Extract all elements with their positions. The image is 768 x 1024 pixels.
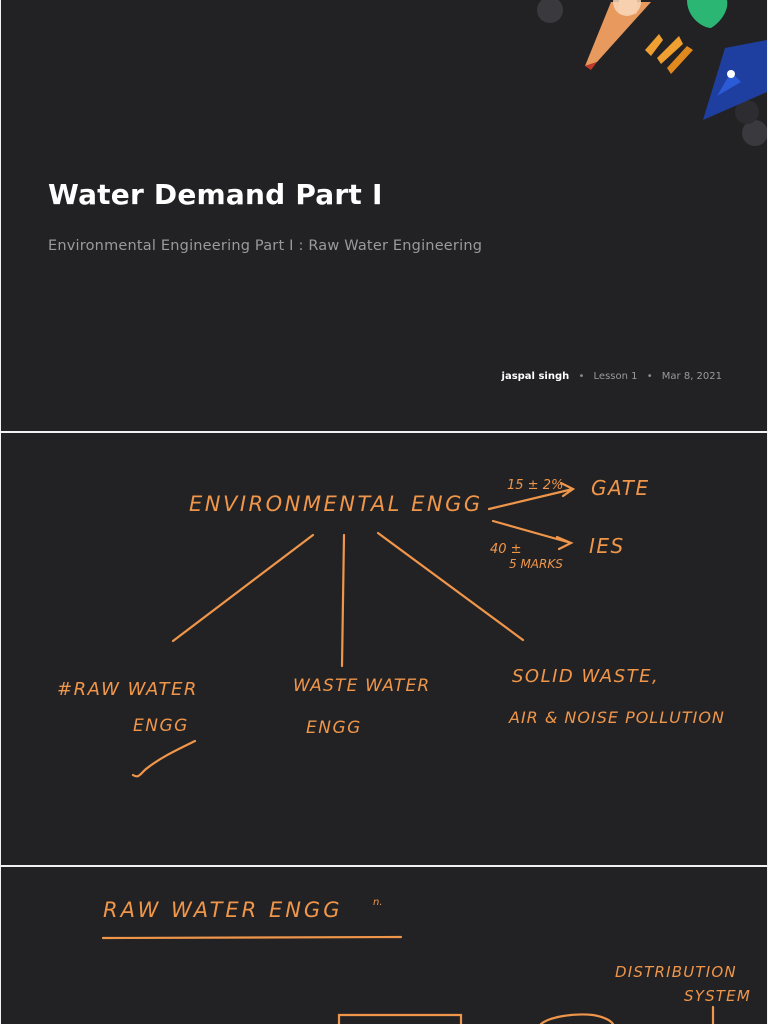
lesson-meta: jaspal singh • Lesson 1 • Mar 8, 2021 bbox=[502, 371, 722, 382]
check-mark bbox=[131, 739, 197, 778]
arrow-ies bbox=[491, 519, 574, 551]
title-slide: Water Demand Part I Environmental Engine… bbox=[1, 0, 767, 431]
ies-label: IES bbox=[589, 534, 625, 558]
notes-slide-raw-water: RAW WATER ENGG n. DISTRIBUTION SYSTEM bbox=[1, 867, 767, 1024]
handwritten-notes: RAW WATER ENGG n. DISTRIBUTION SYSTEM bbox=[101, 897, 751, 1024]
lesson-number: Lesson 1 bbox=[593, 371, 638, 382]
meta-separator: • bbox=[578, 371, 585, 382]
distribution-label-line-2: SYSTEM bbox=[684, 987, 751, 1005]
decorative-illustration bbox=[537, 0, 767, 146]
branch-2-line-2: ENGG bbox=[306, 718, 362, 738]
branch-1-line-2: ENGG bbox=[133, 716, 189, 736]
distribution-label-line-1: DISTRIBUTION bbox=[615, 963, 737, 981]
notes-slide-topics: ENVIRONMENTAL ENGG 15 ± 2% GATE 40 ± 5 M… bbox=[1, 433, 767, 865]
branch-1-line-1: #RAW WATER bbox=[57, 679, 198, 700]
lesson-title: Water Demand Part I bbox=[48, 178, 383, 211]
handwritten-notes: ENVIRONMENTAL ENGG 15 ± 2% GATE 40 ± 5 M… bbox=[57, 476, 725, 778]
gate-label: GATE bbox=[591, 476, 650, 500]
branch-2-line-1: WASTE WATER bbox=[293, 676, 430, 696]
branch-line bbox=[340, 533, 346, 668]
arrow-gate bbox=[487, 481, 576, 511]
ies-weight-line-2: 5 MARKS bbox=[509, 557, 563, 571]
lesson-date: Mar 8, 2021 bbox=[661, 371, 722, 382]
branch-line bbox=[171, 533, 315, 643]
lesson-subtitle: Environmental Engineering Part I : Raw W… bbox=[48, 238, 483, 254]
branch-3-line-2: AIR & NOISE POLLUTION bbox=[508, 708, 725, 727]
author-name: jaspal singh bbox=[501, 371, 570, 382]
section-heading: RAW WATER ENGG bbox=[103, 898, 342, 922]
gate-weight: 15 ± 2% bbox=[507, 478, 563, 493]
circle-shape bbox=[539, 1013, 615, 1024]
branch-3-line-1: SOLID WASTE, bbox=[512, 666, 659, 687]
heading-suffix: n. bbox=[373, 897, 383, 908]
box-shape bbox=[337, 1013, 463, 1024]
branch-line bbox=[376, 531, 525, 642]
heading-underline bbox=[101, 935, 403, 940]
meta-separator: • bbox=[646, 371, 653, 382]
root-label: ENVIRONMENTAL ENGG bbox=[189, 492, 483, 516]
ies-weight-line-1: 40 ± bbox=[490, 542, 522, 557]
